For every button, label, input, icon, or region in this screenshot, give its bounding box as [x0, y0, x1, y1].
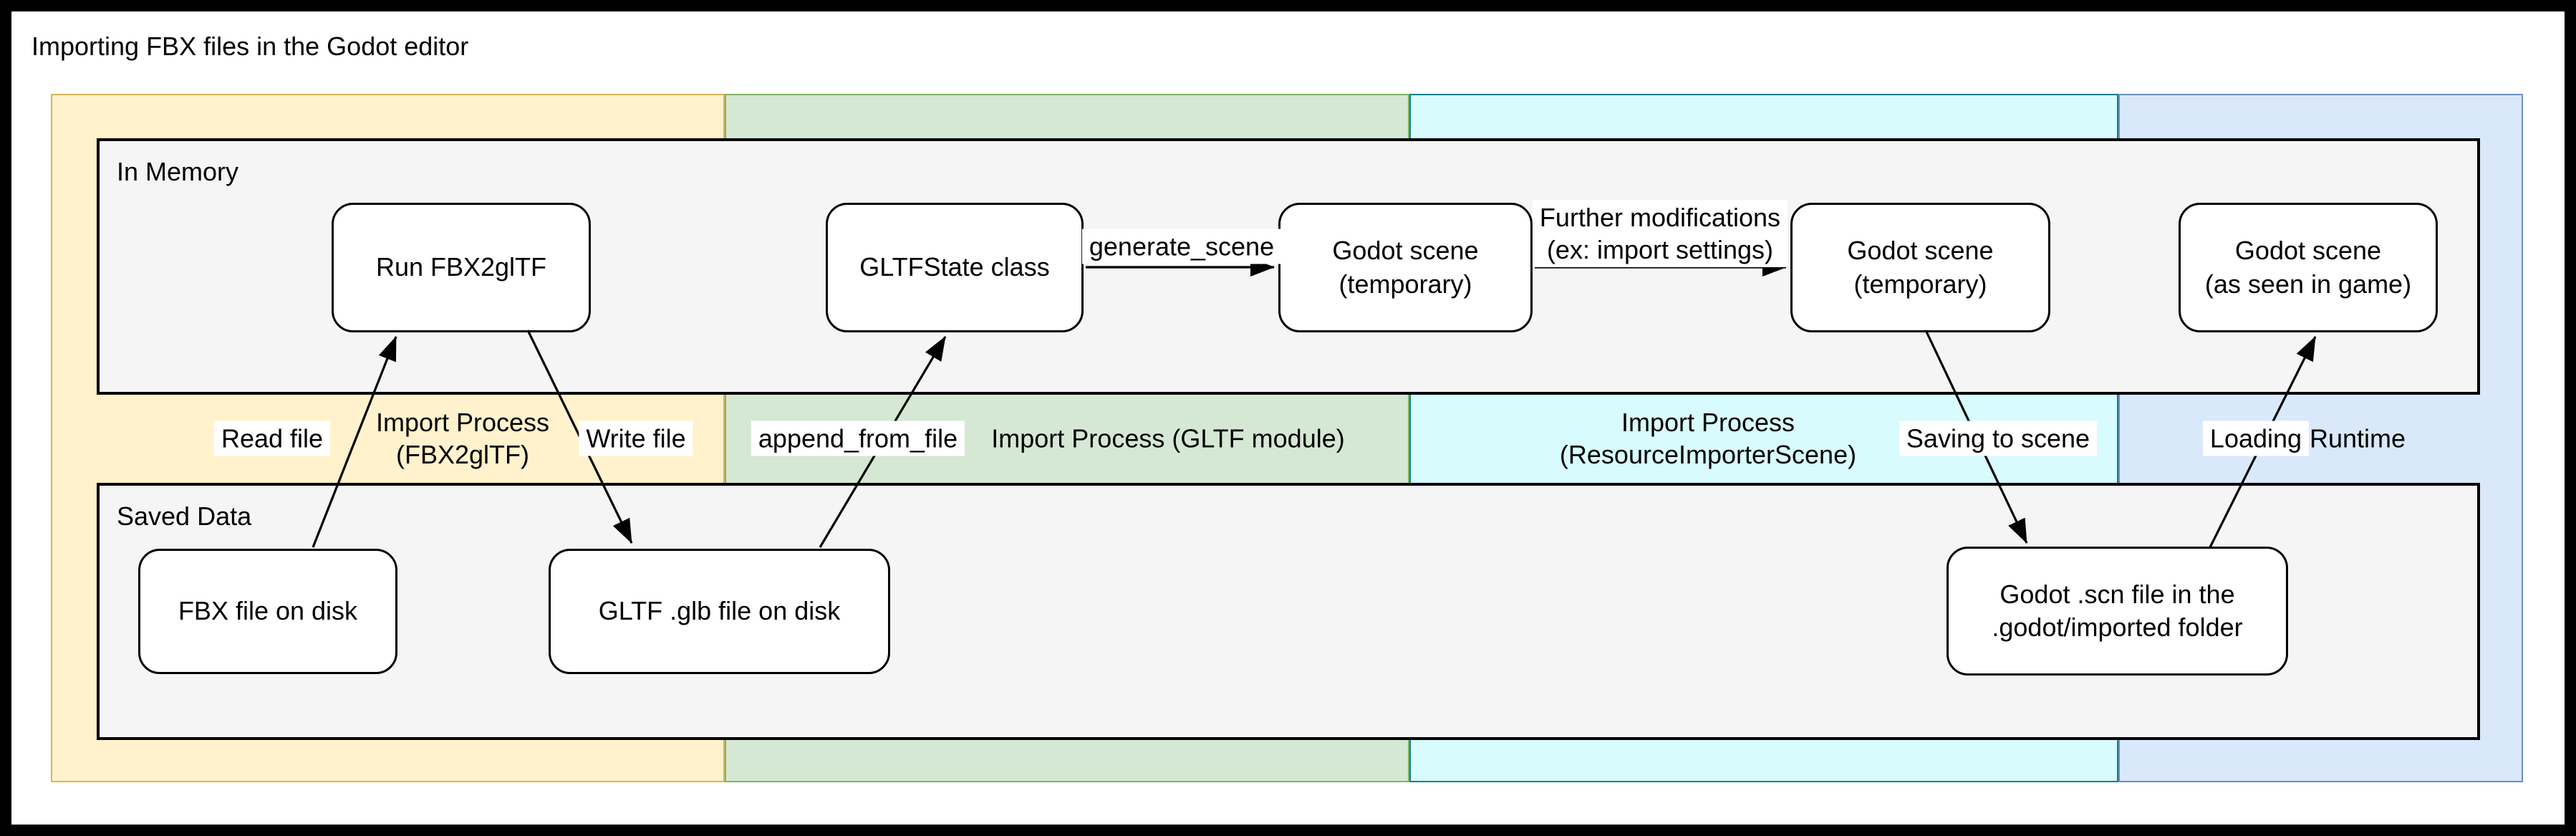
diagram-title: Importing FBX files in the Godot editor — [32, 32, 469, 61]
node-fbx-file-on-disk: FBX file on disk — [138, 549, 397, 674]
edge-label-read-file: Read file — [213, 421, 331, 456]
row-saved-data-label: Saved Data — [117, 501, 252, 531]
row-in-memory-label: In Memory — [117, 157, 239, 186]
edge-label-further-modifications: Further modifications (ex: import settin… — [1532, 200, 1788, 267]
edge-label-write-file: Write file — [579, 421, 693, 456]
node-glb-file-on-disk: GLTF .glb file on disk — [549, 549, 890, 674]
node-gltfstate-class: GLTFState class — [826, 203, 1084, 332]
node-godot-scene-temp-2: Godot scene (temporary) — [1790, 203, 2050, 332]
column-label-resource-importer-scene: Import Process (ResourceImporterScene) — [1559, 408, 1857, 469]
node-run-fbx2gltf: Run FBX2glTF — [332, 203, 591, 332]
node-godot-scene-game: Godot scene (as seen in game) — [2179, 203, 2438, 332]
edge-label-append-from-file: append_from_file — [751, 421, 965, 456]
node-scn-file: Godot .scn file in the .godot/imported f… — [1947, 547, 2288, 676]
column-label-gltf-module: Import Process (GLTF module) — [991, 423, 1345, 453]
node-godot-scene-temp-1: Godot scene (temporary) — [1278, 203, 1533, 332]
edge-label-loading: Loading — [2202, 421, 2310, 456]
column-label-fbx2gltf: Import Process (FBX2glTF) — [375, 408, 550, 469]
column-label-runtime: Runtime — [2309, 423, 2406, 453]
edge-label-saving-to-scene: Saving to scene — [1899, 421, 2098, 456]
edge-label-generate-scene: generate_scene — [1081, 229, 1282, 264]
